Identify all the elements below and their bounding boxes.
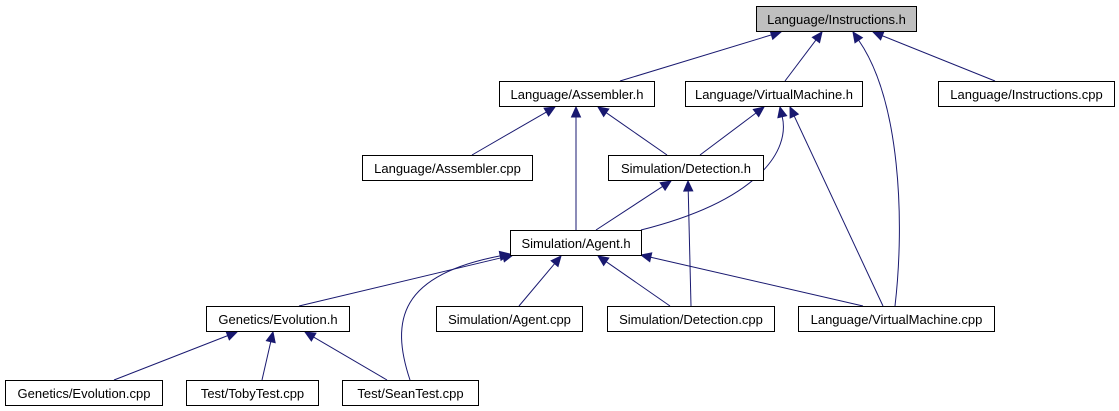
node-evolution-cpp[interactable]: Genetics/Evolution.cpp [5,380,163,406]
edge-line [699,112,757,156]
node-label: Genetics/Evolution.cpp [18,386,151,401]
node-label: Language/Instructions.cpp [950,87,1103,102]
edge-instructions_cpp-to-instructions_h [871,31,996,82]
node-virtualmachine-cpp[interactable]: Language/VirtualMachine.cpp [798,306,995,332]
node-label: Language/Assembler.h [511,87,644,102]
edge-detection_h-to-assembler_h [596,106,668,156]
node-box [436,306,583,332]
node-seantest-cpp[interactable]: Test/SeanTest.cpp [342,380,479,406]
arrowhead [596,106,610,118]
edge-evolution_h-to-agent_h [298,252,515,307]
edge-virtualmachine_cpp-to-virtualmachine_h [789,105,884,307]
edge-virtualmachine_cpp-to-agent_h [639,252,864,307]
arrowhead [265,330,276,344]
edge-line [858,39,900,307]
node-box [607,306,775,332]
node-box [499,81,655,107]
edge-line [650,256,864,307]
edge-virtualmachine_cpp-to-instructions_h [852,30,900,307]
edge-line [619,34,772,82]
node-instructions-cpp[interactable]: Language/Instructions.cpp [938,81,1115,107]
node-label: Test/TobyTest.cpp [201,386,304,401]
arrowhead [659,180,673,192]
edge-line [261,341,272,381]
node-box [608,155,764,181]
arrowhead [596,255,610,267]
node-box [342,380,479,406]
node-label: Simulation/Detection.h [621,161,751,176]
arrowhead [682,179,694,192]
arrowhead [639,252,653,263]
arrowhead [871,31,885,41]
node-label: Language/VirtualMachine.cpp [811,312,983,327]
edge-seantest_cpp-to-agent_h [401,250,512,381]
arrowhead [811,31,823,44]
arrowhead [543,106,557,117]
arrowhead [752,106,765,118]
edge-agent_h-to-detection_h [595,180,673,231]
node-detection-cpp[interactable]: Simulation/Detection.cpp [607,306,775,332]
node-evolution-h[interactable]: Genetics/Evolution.h [206,306,350,332]
arrowhead [498,250,512,262]
node-box [5,380,163,406]
node-label: Genetics/Evolution.h [218,312,337,327]
arrowhead [225,330,239,341]
node-detection-h[interactable]: Simulation/Detection.h [608,155,764,181]
node-label: Language/Assembler.cpp [374,161,521,176]
edge-assembler_h-to-instructions_h [619,30,783,82]
node-label: Language/VirtualMachine.h [695,87,853,102]
node-box [362,155,533,181]
edge-line [518,263,555,307]
node-box [510,230,642,256]
arrowhead [570,105,582,118]
edge-seantest_cpp-to-evolution_h [303,331,388,381]
edge-tobytest_cpp-to-evolution_h [261,330,276,381]
edge-line [793,115,884,307]
node-label: Test/SeanTest.cpp [357,386,463,401]
edge-line [784,39,817,82]
node-box [938,81,1115,107]
edge-line [401,255,501,381]
edge-evolution_cpp-to-evolution_h [113,330,239,381]
edge-virtualmachine_h-to-instructions_h [784,31,823,82]
edge-detection_h-to-virtualmachine_h [699,106,765,156]
node-agent-h[interactable]: Simulation/Agent.h [510,230,642,256]
node-assembler-h[interactable]: Language/Assembler.h [499,81,655,107]
node-tobytest-cpp[interactable]: Test/TobyTest.cpp [186,380,319,406]
edge-agent_h-to-assembler_h [570,105,582,230]
arrowhead [789,105,800,119]
edge-line [298,256,504,307]
edge-agent_cpp-to-agent_h [518,255,562,307]
nodes-layer: Language/Instructions.hLanguage/Assemble… [5,6,1115,406]
node-box [685,81,863,107]
arrowhead [852,30,864,44]
node-agent-cpp[interactable]: Simulation/Agent.cpp [436,306,583,332]
node-assembler-cpp[interactable]: Language/Assembler.cpp [362,155,533,181]
node-box [756,6,917,32]
node-box [206,306,350,332]
arrowhead [777,105,788,119]
node-label: Language/Instructions.h [767,12,906,27]
edge-line [113,335,228,381]
edge-detection_cpp-to-detection_h [682,179,694,307]
node-label: Simulation/Agent.cpp [448,312,571,327]
node-virtualmachine-h[interactable]: Language/VirtualMachine.h [685,81,863,107]
edge-line [882,35,996,82]
node-label: Simulation/Agent.h [521,236,630,251]
node-box [186,380,319,406]
edge-line [471,111,547,156]
edge-line [605,261,671,307]
edge-line [605,112,668,156]
edge-line [313,336,388,381]
node-box [798,306,995,332]
arrowhead [303,331,317,342]
arrowhead [550,255,562,268]
node-label: Simulation/Detection.cpp [619,312,763,327]
edge-line [595,186,663,231]
node-instructions-h[interactable]: Language/Instructions.h [756,6,917,32]
edge-line [687,190,692,307]
edge-detection_cpp-to-agent_h [596,255,671,307]
edge-assembler_cpp-to-assembler_h [471,106,557,156]
